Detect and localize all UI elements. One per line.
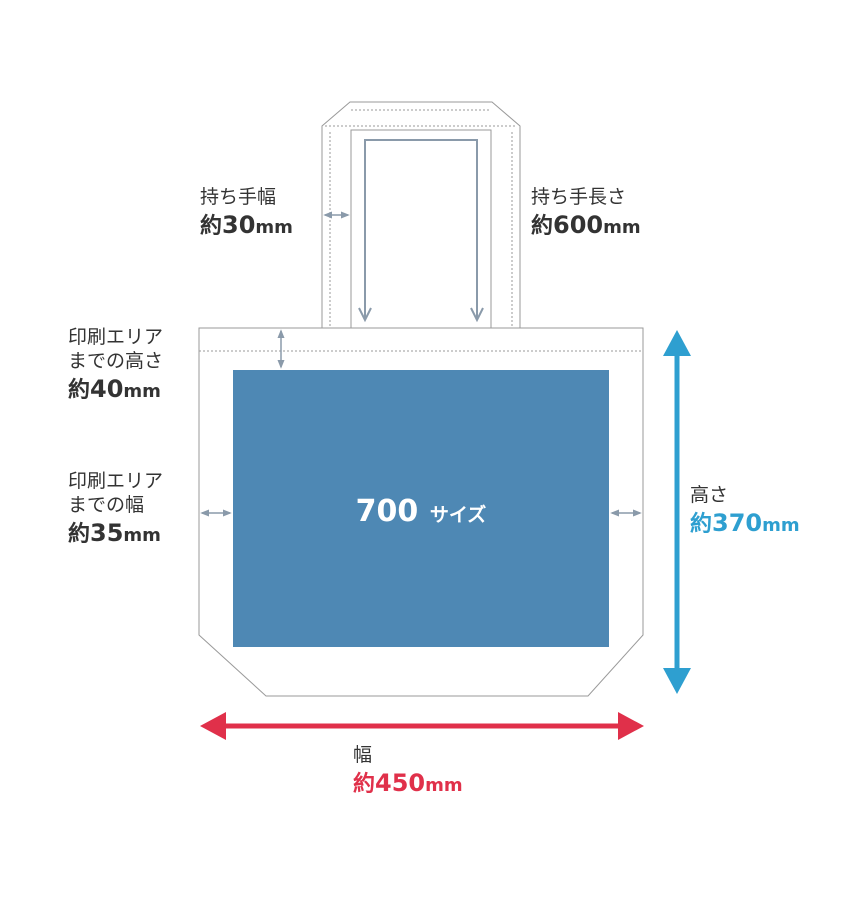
handle-width-prefix: 約: [200, 213, 223, 239]
print-area: [233, 370, 609, 647]
bag-handle: [321, 101, 521, 330]
handle-width-label: 持ち手幅 約30mm: [200, 186, 293, 240]
bag-width-number: 450: [375, 768, 426, 797]
print-side-margin-title-1: 印刷エリア: [68, 470, 164, 492]
bag-height-arrow: [663, 330, 691, 694]
bag-width-value: 約450mm: [353, 768, 463, 799]
print-top-margin-title-1: 印刷エリア: [68, 326, 164, 348]
print-top-margin-label: 印刷エリア までの高さ 約40mm: [68, 326, 163, 404]
handle-length-title: 持ち手長さ: [531, 186, 627, 208]
handle-width-unit: mm: [255, 216, 293, 238]
handle-width-number: 30: [222, 210, 256, 239]
print-top-margin-value: 約40mm: [68, 374, 163, 405]
print-side-margin-unit: mm: [123, 524, 161, 546]
print-area-label: 700 サイズ: [356, 494, 487, 529]
bag-height-unit: mm: [762, 514, 800, 536]
bag-height-label: 高さ 約370mm: [690, 484, 800, 538]
bag-width-title: 幅: [353, 744, 373, 766]
bag-height-number: 370: [712, 508, 763, 537]
handle-length-label: 持ち手長さ 約600mm: [531, 186, 641, 240]
handle-length-value: 約600mm: [531, 210, 641, 241]
bag-height-value: 約370mm: [690, 508, 800, 539]
handle-length-unit: mm: [603, 216, 641, 238]
bag-height-title: 高さ: [690, 484, 729, 506]
handle-width-value: 約30mm: [200, 210, 293, 241]
print-top-margin-prefix: 約: [68, 377, 91, 403]
print-side-margin-prefix: 約: [68, 521, 91, 547]
print-top-margin-number: 40: [90, 374, 124, 403]
print-side-margin-title-2: までの幅: [68, 493, 145, 516]
bag-width-arrow: [200, 712, 644, 740]
handle-length-arrow: [358, 139, 484, 323]
print-side-margin-label: 印刷エリア までの幅 約35mm: [68, 470, 163, 548]
bag-width-prefix: 約: [353, 771, 376, 797]
bag-width-unit: mm: [425, 774, 463, 796]
print-top-margin-unit: mm: [123, 380, 161, 402]
print-side-margin-number: 35: [90, 518, 124, 547]
handle-length-number: 600: [553, 210, 604, 239]
bag-height-prefix: 約: [690, 511, 713, 537]
print-top-margin-title-2: までの高さ: [68, 349, 164, 372]
print-side-margin-value: 約35mm: [68, 518, 163, 549]
handle-length-prefix: 約: [531, 213, 554, 239]
bag-width-label: 幅 約450mm: [353, 744, 463, 798]
handle-width-title: 持ち手幅: [200, 186, 277, 208]
